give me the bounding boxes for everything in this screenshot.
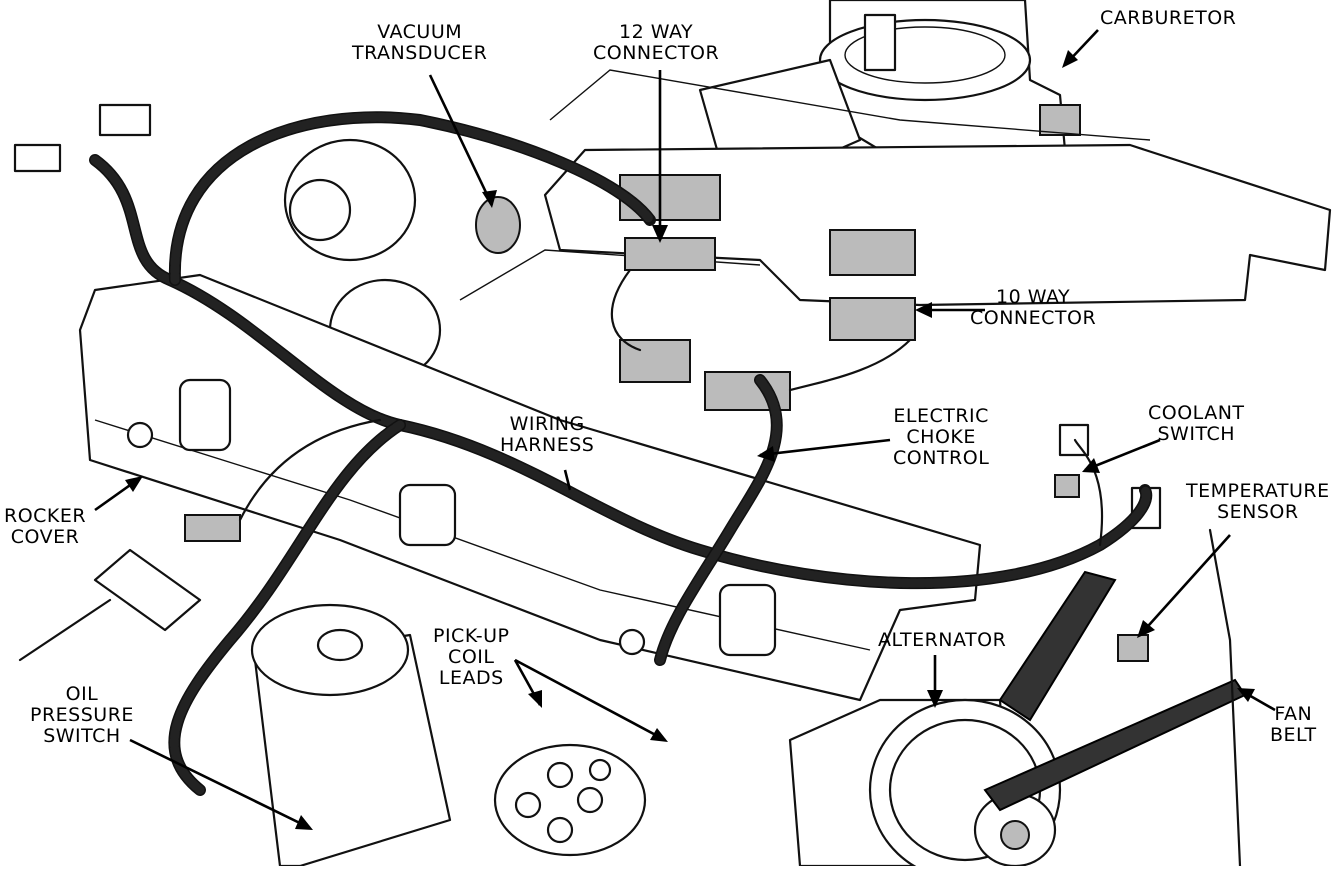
pick-up-coil-leads-label-line2: COIL — [448, 646, 495, 668]
rocker-cover-label: ROCKER COVER — [4, 506, 86, 548]
twelve-way-connector-label: 12 WAY CONNECTOR — [593, 22, 719, 64]
wiring-harness-label-line2: HARNESS — [500, 434, 595, 456]
twelve-way-connector-label-line1: 12 WAY — [619, 21, 694, 43]
ten-way-connector-label-line2: CONNECTOR — [970, 307, 1097, 329]
ten-way-connector-label: 10 WAY CONNECTOR — [970, 287, 1096, 329]
coolant-switch-shape — [1054, 423, 1090, 498]
electric-choke-control-label-line3: CONTROL — [893, 447, 990, 469]
vacuum-transducer-label-line2: TRANSDUCER — [352, 42, 488, 64]
oil-pressure-switch-label-line2: PRESSURE — [30, 704, 134, 726]
fan-belt-label-line2: BELT — [1270, 724, 1317, 746]
fan-belt-label: FAN BELT — [1270, 704, 1317, 746]
fan-belt-label-line1: FAN — [1274, 703, 1313, 725]
wiring-harness-label: WIRING HARNESS — [500, 414, 594, 456]
fan-belt-shape — [998, 570, 1117, 722]
vacuum-transducer-label-line1: VACUUM — [377, 21, 463, 43]
carburetor-body — [698, 0, 1081, 177]
electric-choke-control-label-line1: ELECTRIC — [893, 405, 989, 427]
alternator-shape — [788, 698, 1062, 871]
carburetor-label: CARBURETOR — [1100, 8, 1236, 29]
oil-pressure-switch-label: OIL PRESSURE SWITCH — [30, 684, 134, 747]
oil-pressure-switch-label-line3: SWITCH — [43, 725, 121, 747]
twelve-way-connector-label-line2: CONNECTOR — [593, 42, 720, 64]
coolant-switch-label: COOLANT SWITCH — [1148, 403, 1245, 445]
rocker-cover-label-line2: COVER — [10, 526, 80, 548]
coolant-switch-label-line2: SWITCH — [1157, 423, 1235, 445]
oil-pressure-switch-label-line1: OIL — [65, 683, 99, 705]
intake-manifold — [459, 69, 1332, 307]
pick-up-coil-leads-label-line1: PICK-UP — [433, 625, 510, 647]
pick-up-coil-leads-label: PICK-UP COIL LEADS — [433, 626, 510, 689]
carburetor-label-line1: CARBURETOR — [1100, 7, 1237, 29]
wiring-harness-shape — [18, 111, 1153, 796]
distributor-cap — [493, 743, 647, 857]
oil-filter-shape — [250, 603, 452, 868]
vacuum-transducer-label: VACUUM TRANSDUCER — [352, 22, 487, 64]
alternator-label: ALTERNATOR — [878, 630, 1006, 651]
twelve-way-connector-shape — [624, 237, 716, 271]
coolant-switch-label-line1: COOLANT — [1148, 402, 1245, 424]
wiring-harness-label-line1: WIRING — [509, 413, 585, 435]
electric-choke-control-label-line2: CHOKE — [906, 426, 976, 448]
temperature-sensor-label-line1: TEMPERATURE — [1186, 480, 1330, 502]
electric-choke-control-label: ELECTRIC CHOKE CONTROL — [893, 406, 989, 469]
rocker-cover-label-line1: ROCKER — [4, 505, 87, 527]
pick-up-coil-leads-label-line3: LEADS — [438, 667, 504, 689]
rocker-cover-shape — [78, 273, 982, 702]
alternator-label-line1: ALTERNATOR — [878, 629, 1007, 651]
temperature-sensor-label: TEMPERATURE SENSOR — [1186, 481, 1330, 523]
ten-way-connector-shape — [829, 297, 916, 341]
temperature-sensor-label-line2: SENSOR — [1217, 501, 1299, 523]
oil-connector — [13, 143, 62, 173]
leader-arrows — [94, 29, 1276, 830]
vacuum-transducer-shape — [283, 138, 521, 382]
ten-way-connector-label-line1: 10 WAY — [996, 286, 1071, 308]
